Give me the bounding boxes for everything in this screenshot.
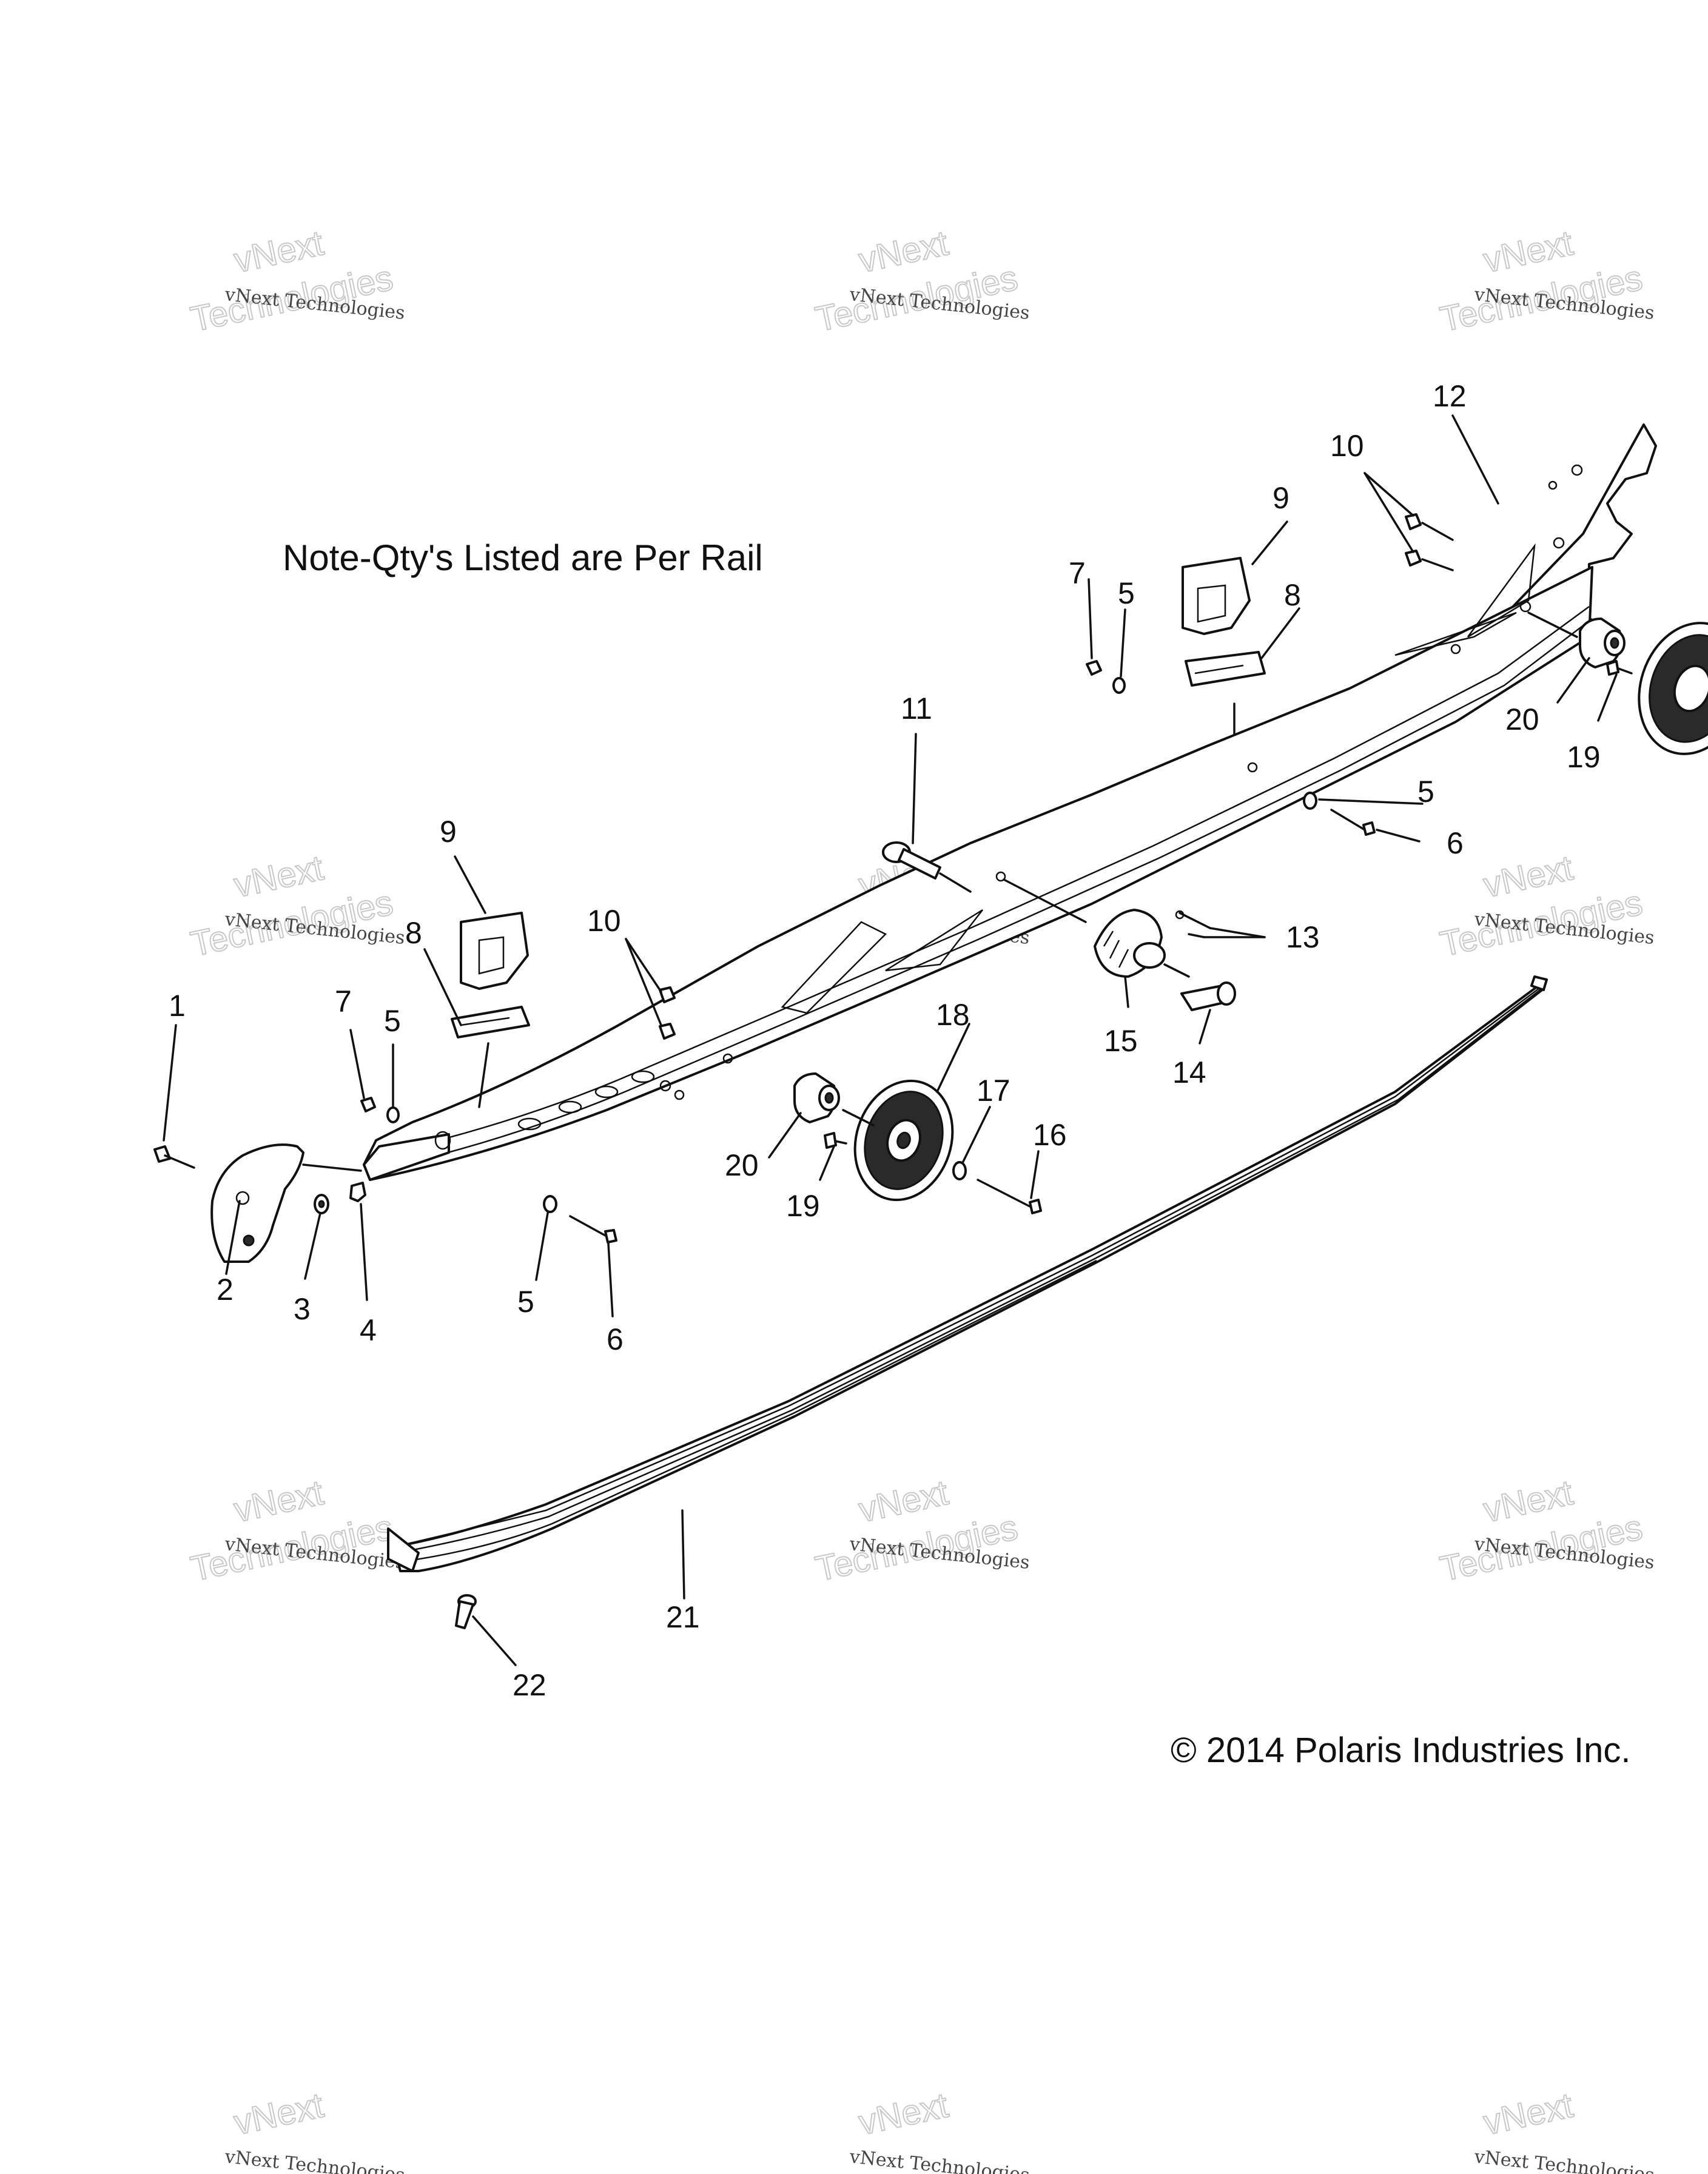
wheel-rear-partial	[1638, 622, 1708, 755]
callout-20b: 20	[1505, 702, 1539, 736]
washer-3	[314, 1194, 329, 1214]
callout-5d: 5	[1417, 775, 1434, 809]
svg-text:vNext: vNext	[230, 1473, 327, 1530]
callout-11: 11	[901, 692, 932, 725]
pin-14	[1180, 981, 1236, 1011]
callout-21: 21	[666, 1600, 700, 1634]
callout-3: 3	[294, 1292, 311, 1326]
svg-text:vNext: vNext	[1480, 2085, 1576, 2142]
svg-text:vNext: vNext	[230, 223, 327, 280]
svg-text:vNext Technologies: vNext Technologies	[223, 2146, 406, 2174]
slide-21	[387, 975, 1548, 1572]
watermark: vNext Technologies vNext Technologies	[187, 223, 406, 340]
watermark-group: vNext Technologies vNext Technologies vN…	[187, 223, 1655, 2174]
svg-text:vNext Technologies: vNext Technologies	[1473, 2146, 1655, 2174]
watermark: vNext Technologies vNext Technologies	[187, 847, 406, 964]
front-tip-2	[210, 1143, 362, 1263]
note-text: Note-Qty's Listed are Per Rail	[283, 537, 763, 578]
callout-19a: 19	[786, 1189, 820, 1223]
watermark: vNext Technologies vNext Technologies	[187, 1472, 406, 1589]
callout-14: 14	[1172, 1055, 1206, 1089]
svg-text:vNext Technologies: vNext Technologies	[848, 2146, 1031, 2174]
svg-text:vNext: vNext	[1480, 223, 1576, 280]
watermark: vNext Technologies vNext Technologies	[812, 1472, 1031, 1589]
washer-5-right	[1303, 792, 1317, 810]
callout-1: 1	[169, 989, 186, 1023]
callout-5a: 5	[384, 1004, 401, 1038]
callout-5c: 5	[1118, 576, 1135, 610]
callout-13: 13	[1286, 920, 1320, 954]
nut-7-rear	[1086, 660, 1102, 676]
watermark: vNext vNext Technologies	[223, 2085, 406, 2174]
svg-text:vNext: vNext	[855, 2085, 952, 2142]
washer-5-lower	[543, 1195, 557, 1213]
callout-18: 18	[936, 998, 970, 1032]
spacer-20-rear	[1527, 611, 1626, 668]
watermark: vNext vNext Technologies	[848, 2085, 1031, 2174]
nut-7-front	[360, 1097, 376, 1112]
pivot-15	[1003, 878, 1190, 978]
wear-pad-9-front	[460, 912, 529, 990]
bolt-6-lower	[569, 1215, 617, 1243]
svg-text:vNext: vNext	[1480, 848, 1576, 905]
callout-20a: 20	[725, 1148, 759, 1182]
callout-5b: 5	[517, 1285, 534, 1319]
bolt-11	[882, 841, 972, 893]
callout-8a: 8	[405, 916, 422, 950]
callout-6b: 6	[1447, 826, 1464, 860]
watermark: vNext Technologies vNext Technologies	[812, 223, 1031, 340]
washer-5-rear	[1112, 677, 1126, 694]
callout-9b: 9	[1273, 481, 1289, 515]
callout-12: 12	[1433, 379, 1467, 413]
watermark: vNext Technologies vNext Technologies	[1436, 847, 1655, 964]
callout-4: 4	[360, 1313, 377, 1347]
washer-5-front	[386, 1106, 400, 1123]
wheel-18	[842, 1079, 954, 1202]
callout-16: 16	[1033, 1118, 1067, 1152]
callout-22: 22	[513, 1668, 546, 1702]
svg-text:vNext: vNext	[230, 2085, 327, 2142]
callout-10a: 10	[587, 904, 621, 938]
stud-22	[455, 1594, 477, 1629]
cotter-13	[1175, 910, 1211, 938]
svg-text:vNext: vNext	[855, 223, 952, 280]
bolt-6-right	[1330, 809, 1376, 836]
nuts-10-rear	[1405, 513, 1454, 571]
wear-pad-8-rear	[1185, 651, 1266, 735]
wear-pad-9-rear	[1182, 557, 1251, 635]
callout-8b: 8	[1284, 578, 1301, 612]
svg-text:vNext: vNext	[855, 1473, 952, 1530]
svg-text:vNext: vNext	[230, 848, 327, 905]
watermark: vNext vNext Technologies	[1473, 2085, 1655, 2174]
bolt-16	[977, 1179, 1042, 1214]
bolt-19-rear	[1606, 660, 1633, 676]
callout-17: 17	[977, 1074, 1010, 1108]
spacer-20-front	[793, 1072, 840, 1123]
bolt-19-front	[824, 1132, 847, 1149]
watermark: vNext Technologies vNext Technologies	[1436, 223, 1655, 340]
washer-17	[952, 1161, 967, 1180]
nuts-10-front	[659, 986, 676, 1040]
leader-lines	[163, 414, 1618, 1666]
wear-pad-8-front	[451, 1006, 530, 1108]
callouts: 1 2 3 4 7 5 8 9 10 5 6 20 19 18 17 16 15…	[169, 379, 1601, 1702]
svg-text:vNext: vNext	[1480, 1473, 1576, 1530]
callout-7b: 7	[1069, 556, 1086, 590]
callout-10b: 10	[1330, 429, 1364, 463]
rail-holes	[434, 464, 1583, 1150]
nut-4	[349, 1182, 366, 1202]
callout-19b: 19	[1567, 740, 1601, 774]
callout-2: 2	[217, 1273, 234, 1307]
bolt-1	[153, 1145, 195, 1169]
callout-6a: 6	[607, 1322, 624, 1356]
callout-15: 15	[1104, 1024, 1138, 1058]
callout-7a: 7	[335, 984, 352, 1018]
copyright-text: © 2014 Polaris Industries Inc.	[1171, 1731, 1630, 1770]
callout-9a: 9	[440, 815, 457, 849]
watermark: vNext Technologies vNext Technologies	[1436, 1472, 1655, 1589]
